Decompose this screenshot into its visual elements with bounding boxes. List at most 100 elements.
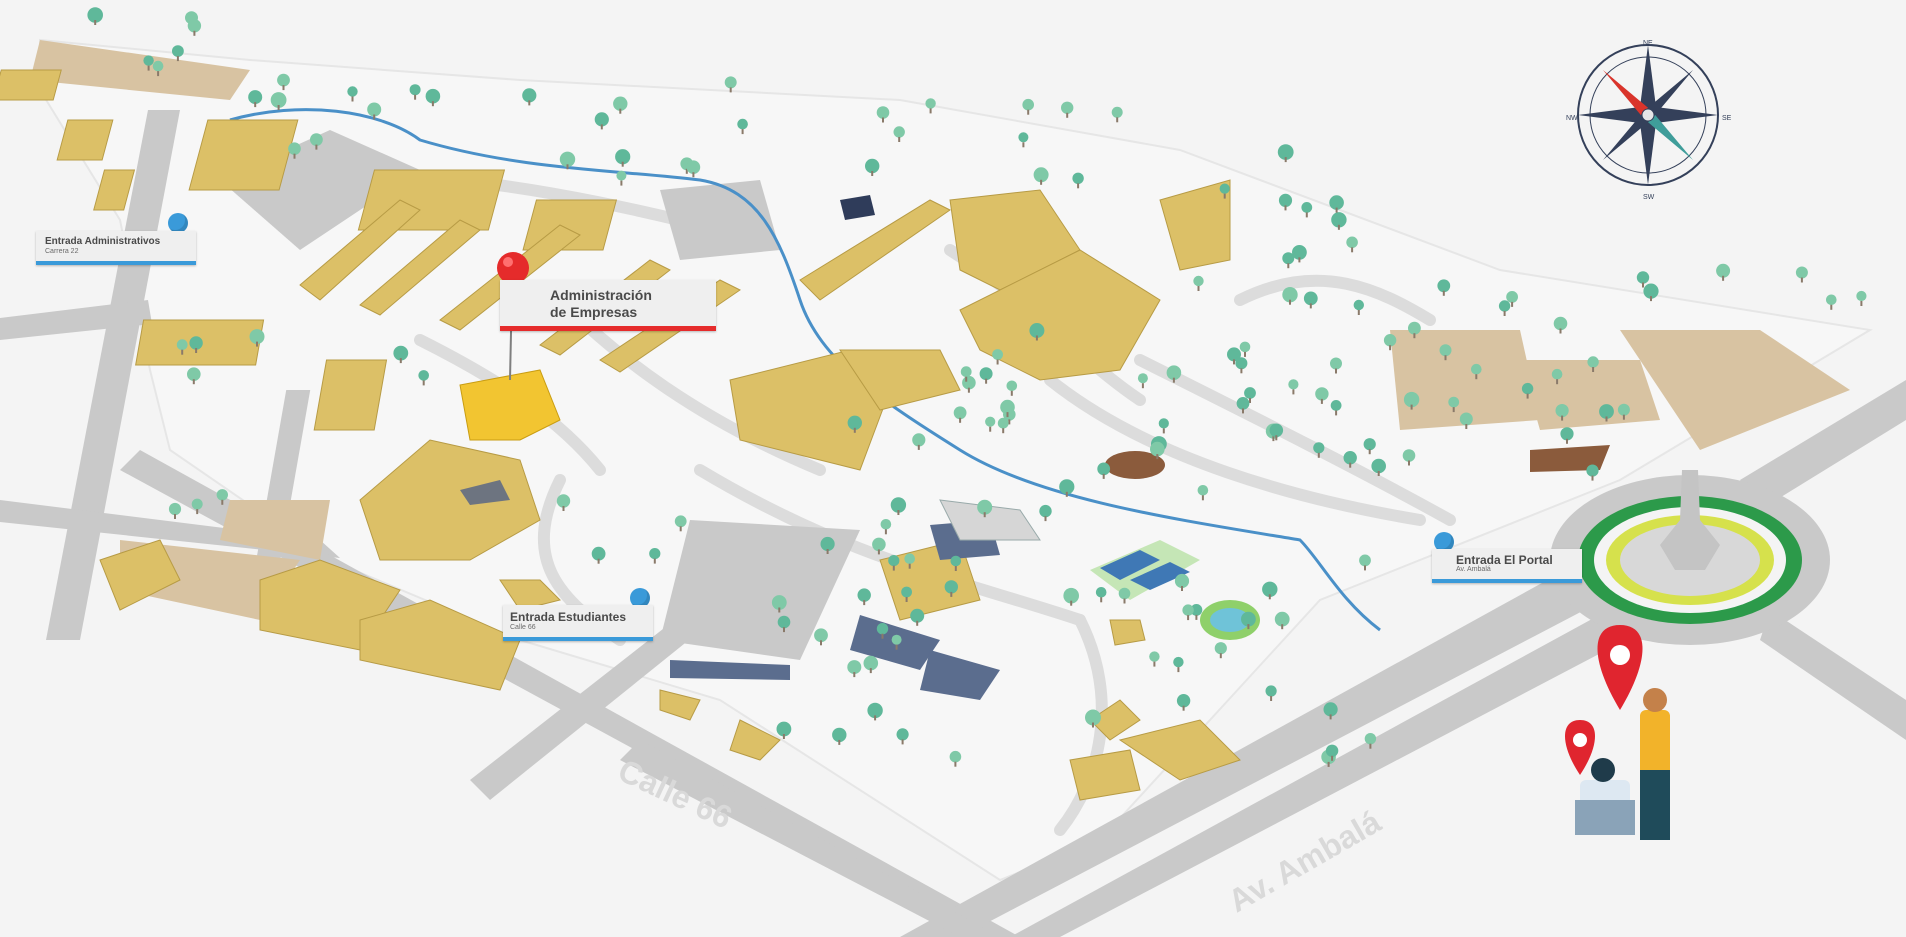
tree-trunk xyxy=(898,137,901,142)
tree-trunk xyxy=(892,565,895,571)
building xyxy=(1118,719,1241,781)
tree xyxy=(191,498,203,510)
tree xyxy=(1059,479,1075,495)
label-entrada-administrativos[interactable]: Entrada Administrativos Carrera 22 xyxy=(36,231,196,265)
tree-trunk xyxy=(1287,263,1290,269)
tree xyxy=(1498,300,1511,312)
tree-trunk xyxy=(600,124,603,130)
tree-trunk xyxy=(965,376,968,382)
label-administracion-de-empresas[interactable]: Administración de Empresas xyxy=(500,280,716,331)
tree xyxy=(863,655,879,671)
tree xyxy=(288,142,301,155)
tree xyxy=(1560,427,1574,441)
tree xyxy=(1599,404,1614,419)
tree xyxy=(1329,195,1344,210)
highlight-building-administracion[interactable] xyxy=(459,369,561,441)
special-structures xyxy=(939,445,1610,541)
tree xyxy=(912,433,926,447)
tree xyxy=(904,553,915,564)
tree xyxy=(1288,379,1299,390)
tree-trunk xyxy=(1317,452,1320,458)
small-map-pin-icon xyxy=(1565,720,1595,775)
tree-trunk xyxy=(1153,661,1156,667)
building xyxy=(299,199,421,301)
label-entrada-estudiantes[interactable]: Entrada Estudiantes Calle 66 xyxy=(503,605,653,641)
tree-trunk xyxy=(1242,408,1244,414)
tree xyxy=(1617,403,1630,416)
tree-trunk xyxy=(1181,586,1183,591)
building xyxy=(729,719,781,761)
tree-trunk xyxy=(1162,428,1165,434)
tree-trunk xyxy=(619,108,622,114)
guitar-monument xyxy=(1660,470,1720,570)
tree-trunk xyxy=(1187,615,1190,621)
tree-trunk xyxy=(1351,247,1354,253)
tree-trunk xyxy=(1284,157,1287,163)
tree xyxy=(1459,412,1473,426)
building xyxy=(659,689,701,721)
label-entrada-el-portal[interactable]: Entrada El Portal Av. Ambalá xyxy=(1432,549,1582,583)
tree xyxy=(944,580,958,594)
tree xyxy=(1197,485,1209,496)
tree xyxy=(425,88,441,104)
tree-trunk xyxy=(1309,303,1312,309)
tree xyxy=(1471,363,1482,375)
blue-location-pin-admin[interactable] xyxy=(168,213,188,246)
tree xyxy=(1241,611,1256,627)
fountain xyxy=(1200,600,1260,640)
tree-trunk xyxy=(1197,286,1200,291)
tree xyxy=(176,339,188,351)
tree xyxy=(857,588,871,602)
tree xyxy=(1325,744,1339,757)
road-av-ambala-2 xyxy=(1010,560,1740,937)
tree xyxy=(977,499,993,515)
tree-trunk xyxy=(897,510,900,515)
building xyxy=(499,579,561,611)
tree-trunk xyxy=(983,512,986,518)
tree-trunk xyxy=(1240,368,1243,374)
tree xyxy=(949,750,962,763)
tree xyxy=(1236,397,1250,410)
road-calle-diag xyxy=(470,600,720,800)
tree-trunk xyxy=(1335,368,1337,374)
tree-trunk xyxy=(1800,277,1803,283)
tree xyxy=(1346,236,1358,249)
tree-trunk xyxy=(1592,367,1595,372)
tree-trunk xyxy=(1329,714,1332,720)
building xyxy=(93,169,136,211)
building xyxy=(839,349,961,411)
compass-label-south: SW xyxy=(1643,194,1655,201)
road-av-ambala xyxy=(900,540,1680,937)
tree-trunk xyxy=(959,417,962,423)
tree xyxy=(418,370,430,381)
label-title-line1: Administración xyxy=(550,287,652,303)
tree xyxy=(187,367,201,382)
tree-trunk xyxy=(1182,705,1185,711)
tree xyxy=(1323,702,1338,717)
building xyxy=(729,349,891,471)
tree-trunk xyxy=(1002,428,1005,434)
tree xyxy=(953,406,967,420)
compass-label-east: SE xyxy=(1722,115,1732,122)
tree-trunk xyxy=(1044,516,1047,522)
tree xyxy=(1636,271,1650,284)
tree-trunk xyxy=(838,739,841,745)
tree xyxy=(1149,651,1160,662)
tree-trunk xyxy=(895,644,898,650)
tree-trunk xyxy=(1022,142,1025,148)
tree xyxy=(277,73,290,87)
tree xyxy=(1371,458,1386,474)
tree xyxy=(522,88,537,103)
tree xyxy=(1402,449,1416,462)
tree xyxy=(1277,144,1294,161)
parking-lots xyxy=(30,40,1850,660)
tree xyxy=(888,555,900,567)
tree xyxy=(1033,167,1049,183)
tree xyxy=(216,489,228,501)
tree-trunk xyxy=(1860,301,1863,306)
tree-trunk xyxy=(1442,290,1445,296)
tree xyxy=(1506,291,1518,303)
tree-trunk xyxy=(1010,390,1013,396)
tree xyxy=(867,702,883,719)
